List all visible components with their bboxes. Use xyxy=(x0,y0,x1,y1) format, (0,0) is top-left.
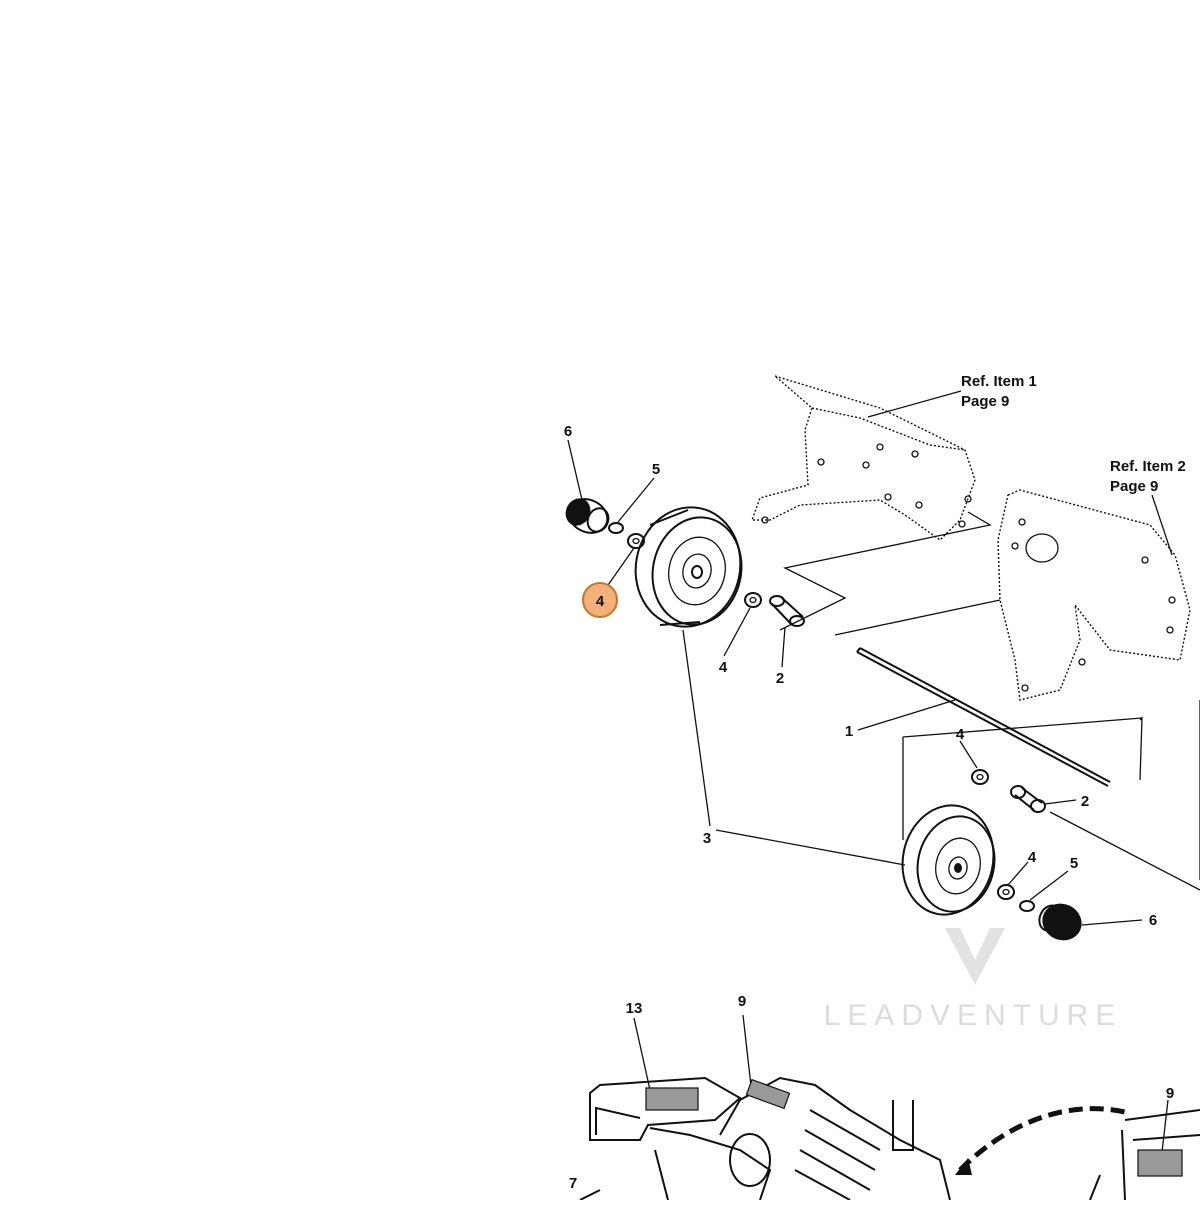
spacer-upper xyxy=(769,595,805,627)
label-machine-left: 7 xyxy=(569,1175,577,1192)
label-clip-upper: 5 xyxy=(652,461,660,478)
label-wheels: 3 xyxy=(703,830,711,847)
leader-lines xyxy=(567,390,1173,1153)
washer-lower-inner xyxy=(971,769,989,785)
wheel-lower xyxy=(901,804,996,916)
washer-upper-inner xyxy=(744,592,762,608)
ref-item-2-line2: Page 9 xyxy=(1110,478,1158,495)
ref-item-1-line1: Ref. Item 1 xyxy=(961,373,1037,390)
label-cap-lower: 6 xyxy=(1149,912,1157,929)
label-shaft: 1 xyxy=(845,723,853,740)
label-washer-upper-outer[interactable]: 4 xyxy=(596,593,605,610)
ref-item-2-line1: Ref. Item 2 xyxy=(1110,458,1186,475)
machine-illustration xyxy=(579,1076,1200,1201)
hotspot-circle[interactable] xyxy=(582,582,618,618)
washer-upper-outer xyxy=(627,533,645,549)
label-cap-upper: 6 xyxy=(564,423,572,440)
assembly-lines xyxy=(779,511,1200,891)
spacer-lower xyxy=(1010,785,1046,813)
label-clip-lower: 5 xyxy=(1070,855,1078,872)
hotspot-washer-4[interactable]: 4 xyxy=(582,582,618,618)
bracket-ref-item-2 xyxy=(997,489,1191,701)
cap-upper xyxy=(565,498,610,534)
part-labels: 6 5 4 2 1 4 2 3 4 5 6 13 9 9 7 xyxy=(564,423,1174,1192)
label-spacer-upper: 2 xyxy=(776,670,784,687)
watermark: LEADVENTURE xyxy=(824,928,1123,1032)
label-washer-lower-inner: 4 xyxy=(956,726,965,743)
clip-upper xyxy=(608,522,624,534)
reference-texts: Ref. Item 1 Page 9 Ref. Item 2 Page 9 xyxy=(961,373,1186,495)
label-washer-lower-outer: 4 xyxy=(1028,849,1037,866)
axle-shaft xyxy=(856,647,1111,787)
wheel-upper xyxy=(634,506,743,628)
bracket-ref-item-1 xyxy=(751,375,976,541)
label-washer-upper-inner: 4 xyxy=(719,659,728,676)
label-spacer-lower: 2 xyxy=(1081,793,1089,810)
washer-lower-outer xyxy=(997,884,1015,900)
watermark-text: LEADVENTURE xyxy=(824,999,1123,1032)
label-decal-13: 13 xyxy=(626,1000,643,1017)
clip-lower xyxy=(1019,900,1035,912)
cap-lower xyxy=(1038,903,1082,941)
ref-item-1-line2: Page 9 xyxy=(961,393,1009,410)
label-decal-9a: 9 xyxy=(738,993,746,1010)
label-decal-9b: 9 xyxy=(1166,1085,1174,1102)
